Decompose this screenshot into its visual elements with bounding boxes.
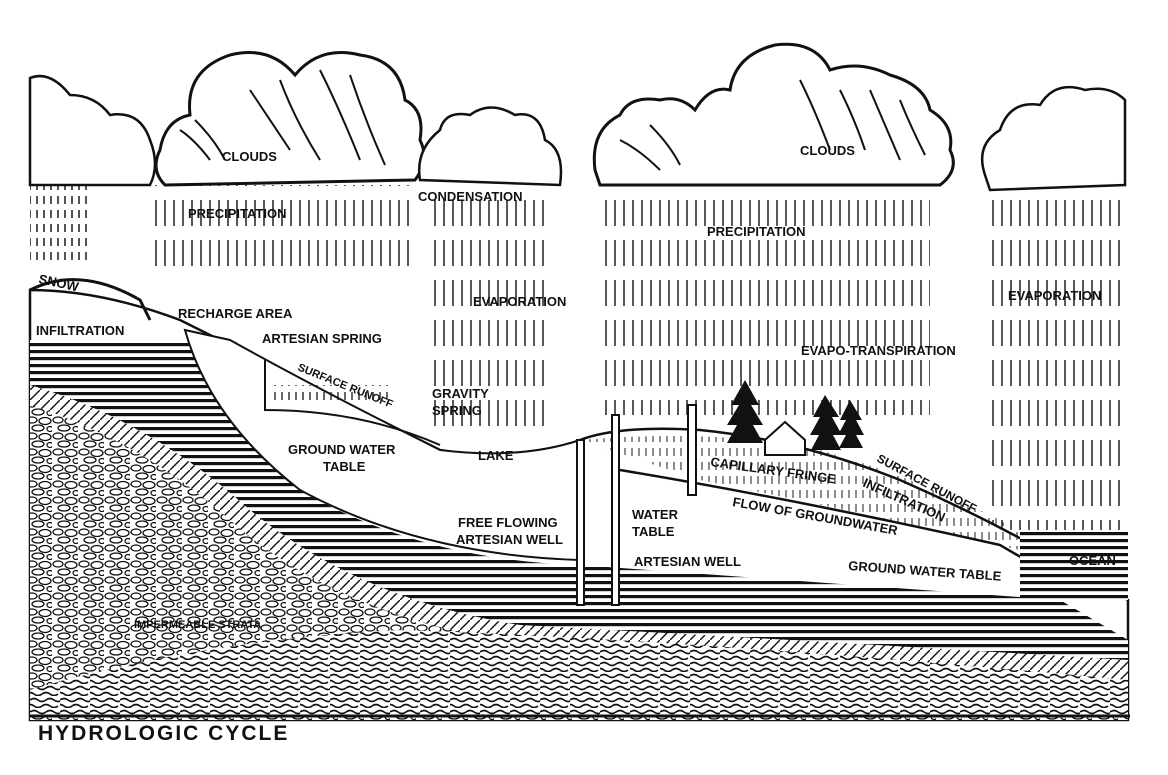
label-artesian-well: ARTESIAN WELL bbox=[634, 554, 741, 569]
label-clouds-left: CLOUDS bbox=[222, 149, 277, 164]
trees-and-house bbox=[727, 380, 864, 456]
snow-cap bbox=[29, 278, 152, 321]
cloud-group-right bbox=[980, 85, 1127, 192]
impermeable-strata-layer bbox=[30, 630, 1128, 715]
evaporation-streaks-center bbox=[430, 190, 550, 430]
diagram-title: HYDROLOGIC CYCLE bbox=[38, 722, 289, 745]
label-infiltration-left: INFILTRATION bbox=[36, 323, 124, 338]
label-evaporation-center: EVAPORATION bbox=[473, 294, 566, 309]
label-ground-water-table-line1: GROUND WATER bbox=[288, 442, 396, 457]
label-gravity-spring-line2: SPRING bbox=[432, 403, 482, 418]
label-water-table-line1: WATER bbox=[632, 507, 679, 522]
label-water-table-line2: TABLE bbox=[632, 524, 675, 539]
label-evaporation-right: EVAPORATION bbox=[1008, 288, 1101, 303]
label-lake: LAKE bbox=[478, 448, 514, 463]
runoff-marks bbox=[270, 385, 390, 405]
ocean-water bbox=[1020, 530, 1128, 600]
capillary-fringe-zone bbox=[580, 436, 1060, 560]
artesian-well bbox=[611, 414, 620, 606]
label-free-flowing-line1: FREE FLOWING bbox=[458, 515, 558, 530]
label-recharge-area: RECHARGE AREA bbox=[178, 306, 293, 321]
cloud-group-center bbox=[417, 42, 955, 187]
precipitation-streaks-left bbox=[155, 185, 415, 280]
evaporation-streaks-right bbox=[985, 190, 1125, 530]
ground-water-table-line bbox=[264, 360, 441, 446]
flow-line bbox=[619, 468, 1061, 582]
label-precipitation-right: PRECIPITATION bbox=[707, 224, 805, 239]
label-free-flowing-line2: ARTESIAN WELL bbox=[456, 532, 563, 547]
label-evapo-transpiration: EVAPO-TRANSPIRATION bbox=[801, 343, 956, 358]
label-artesian-spring: ARTESIAN SPRING bbox=[262, 331, 382, 346]
label-clouds-right: CLOUDS bbox=[800, 143, 855, 158]
water-table-well bbox=[687, 404, 697, 496]
label-ground-water-table-line2: TABLE bbox=[323, 459, 366, 474]
label-gravity-spring-line1: GRAVITY bbox=[432, 386, 489, 401]
precipitation-streaks-far-left bbox=[30, 185, 90, 265]
label-ocean: OCEAN bbox=[1069, 553, 1116, 568]
free-flowing-artesian-well bbox=[576, 439, 585, 606]
precipitation-streaks-right bbox=[600, 185, 930, 415]
label-precipitation-left: PRECIPITATION bbox=[188, 206, 286, 221]
label-condensation: CONDENSATION bbox=[418, 189, 522, 204]
cloud-group-left bbox=[28, 51, 426, 187]
label-impermeable-strata: IMPERMEABLE STRATA bbox=[134, 619, 261, 631]
